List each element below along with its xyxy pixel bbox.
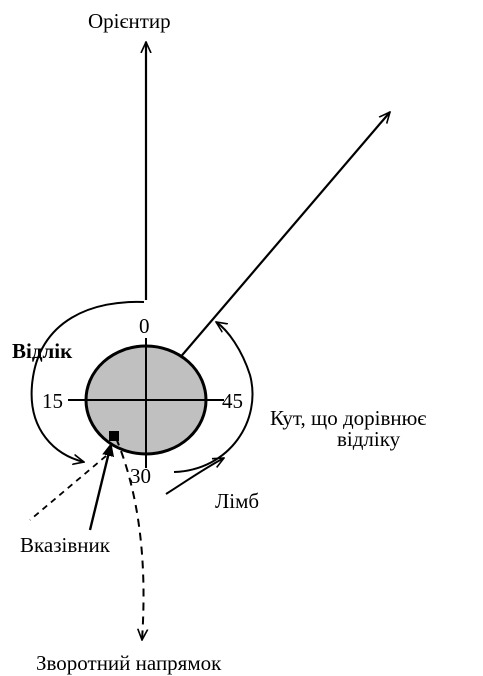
pointer-marker: [109, 431, 119, 441]
pointer-leader-arrow: [88, 444, 111, 531]
scale-label-45: 45: [222, 389, 243, 413]
angle-label-line1: Кут, що дорівнює: [270, 406, 426, 430]
pointer-label: Вказівник: [20, 533, 111, 557]
pointer-dashed-line: [29, 455, 107, 521]
reading-label: Відлік: [12, 339, 73, 363]
angle-label-line2: відліку: [337, 427, 401, 451]
angle-curve-arrow: [173, 322, 254, 473]
scale-label-30: 30: [130, 464, 151, 488]
reference-label: Орієнтир: [88, 9, 171, 33]
reading-curve-arrow: [30, 300, 145, 462]
limb-rotation-arrow: [165, 458, 224, 495]
scale-label-0: 0: [139, 314, 150, 338]
limb-label: Лімб: [215, 489, 259, 513]
scale-label-15: 15: [42, 389, 63, 413]
reverse-direction-label: Зворотний напрямок: [36, 651, 222, 675]
